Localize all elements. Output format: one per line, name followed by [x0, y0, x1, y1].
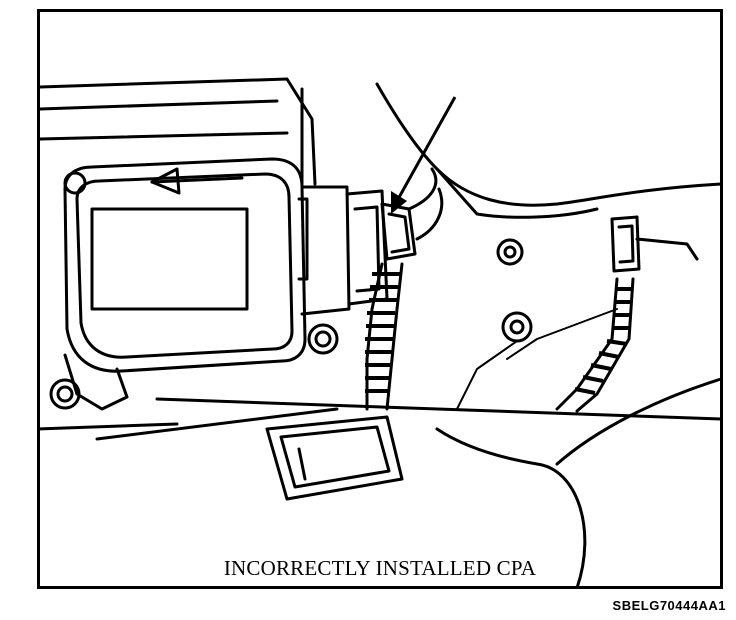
line-illustration	[37, 9, 723, 589]
cpa-tab-curve-2	[415, 187, 444, 241]
mount-nut-center	[307, 323, 339, 355]
connector-housing-inner	[353, 205, 381, 293]
bracket-plate	[300, 185, 351, 316]
right-bracket	[635, 237, 699, 261]
dash-upper-edge-2	[38, 99, 279, 111]
mount-nut-center-inner	[314, 330, 332, 348]
mount-nut-bottom-left	[49, 378, 81, 410]
cpa-lock	[387, 212, 411, 254]
illustration-frame	[37, 9, 723, 589]
stud-nut-upper-right	[496, 238, 524, 266]
cpa-tab-curve	[407, 167, 438, 211]
module-label-window	[90, 207, 249, 311]
harness-right-edge-b	[575, 277, 635, 413]
wire-right	[506, 308, 618, 360]
bracket-slot	[297, 197, 309, 281]
dash-curve-right	[375, 82, 723, 207]
mount-nut-top-left	[63, 171, 87, 195]
slot-bezel	[265, 415, 404, 501]
dash-curve-right-2	[435, 167, 599, 219]
stud-nut-lower-right-inner	[509, 319, 525, 335]
cpa-connector	[380, 202, 417, 261]
module-body-inner	[75, 172, 294, 359]
slot-bezel-inner	[279, 425, 391, 489]
module-body	[63, 157, 307, 373]
wire-lower-right	[456, 340, 518, 410]
pointer-arrow	[391, 96, 457, 214]
figure-id-label: SBELG70444AA1	[612, 598, 726, 613]
dash-upper-edge-3	[38, 131, 289, 141]
module-arrow-head	[150, 167, 181, 195]
harness-left-edge-b	[385, 262, 404, 411]
console-curve-right	[555, 377, 723, 466]
right-connector	[610, 215, 641, 273]
stud-nut-lower-right	[501, 311, 533, 343]
right-connector-inner	[617, 224, 635, 264]
module-arrow-shaft	[150, 176, 244, 184]
figure-border	[37, 9, 723, 589]
trim-line-lower	[155, 397, 723, 421]
trim-line-left	[37, 422, 179, 431]
harness-right-ribs	[574, 287, 633, 395]
dash-upper-edge	[38, 77, 317, 186]
trim-line-mid	[95, 407, 339, 441]
harness-left-ribs	[365, 272, 400, 393]
slot-bezel-mark	[297, 447, 307, 481]
mount-nut-bottom-left-inner	[56, 385, 74, 403]
stud-nut-upper-right-inner	[503, 245, 517, 259]
console-curve	[435, 427, 587, 589]
figure-caption: INCORRECTLY INSTALLED CPA	[223, 556, 537, 580]
